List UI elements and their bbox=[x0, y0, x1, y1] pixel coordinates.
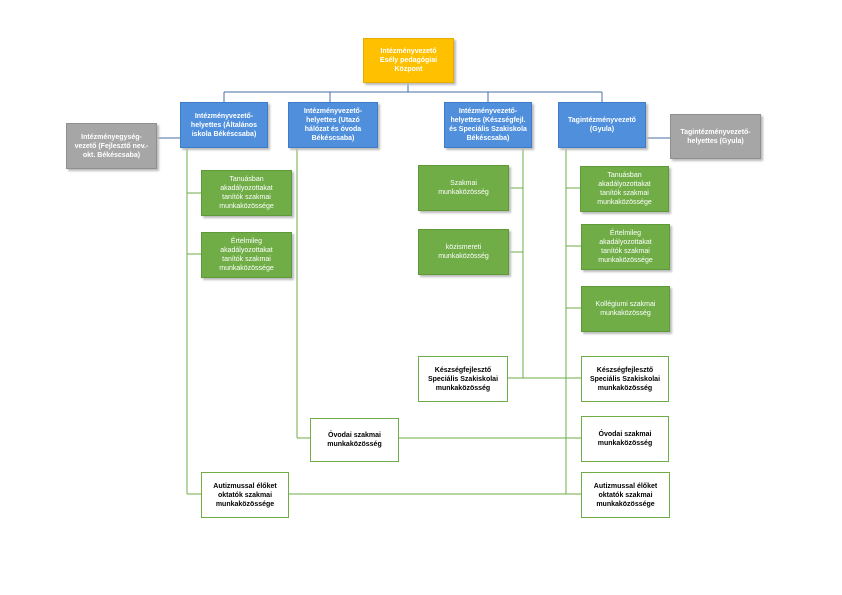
learning-disabilities-community-1: Tanuásban akadályozottakat tanítók szakm… bbox=[201, 170, 292, 216]
deputy-node-primary-school: Intézményvezető- helyettes (Általános is… bbox=[180, 102, 268, 148]
intellectual-disabilities-community-2: Értelmileg akadályozottakat tanítók szak… bbox=[581, 224, 670, 270]
intellectual-disabilities-community-1: Értelmileg akadályozottakat tanítók szak… bbox=[201, 232, 292, 278]
autism-community-2: Autizmussal élőket oktatók szakmai munka… bbox=[581, 472, 670, 518]
deputy-node-itinerant-kindergarten: Intézményvezető- helyettes (Utazó hálóza… bbox=[288, 102, 378, 148]
deputy-node-vocational-school: Intézményvezető- helyettes (Készségfejl.… bbox=[444, 102, 532, 148]
root-node: Intézményvezető Esély pedagógiai Központ bbox=[363, 38, 454, 83]
learning-disabilities-community-2: Tanuásban akadályozottakat tanítók szakm… bbox=[580, 166, 669, 212]
member-deputy-node-gyula: Tagintézményvezető- helyettes (Gyula) bbox=[670, 114, 761, 159]
vocational-community-1: Készségfejlesztő Speciális Szakiskolai m… bbox=[418, 356, 508, 402]
kindergarten-community-1: Óvodai szakmai munkaközösség bbox=[310, 418, 399, 462]
dormitory-community: Kollégiumi szakmai munkaközösség bbox=[581, 286, 670, 332]
kindergarten-community-2: Óvodai szakmai munkaközösség bbox=[581, 416, 669, 462]
unit-head-node: Intézményegység- vezető (Fejlesztő nev.-… bbox=[66, 123, 157, 169]
member-institution-head-gyula: Tagintézményvezető (Gyula) bbox=[558, 102, 646, 148]
professional-community: Szakmai munkaközösség bbox=[418, 165, 509, 211]
general-education-community: közismereti munkaközösség bbox=[418, 229, 509, 275]
vocational-community-2: Készségfejlesztő Speciális Szakiskolai m… bbox=[581, 356, 669, 402]
autism-community-1: Autizmussal élőket oktatók szakmai munka… bbox=[201, 472, 289, 518]
